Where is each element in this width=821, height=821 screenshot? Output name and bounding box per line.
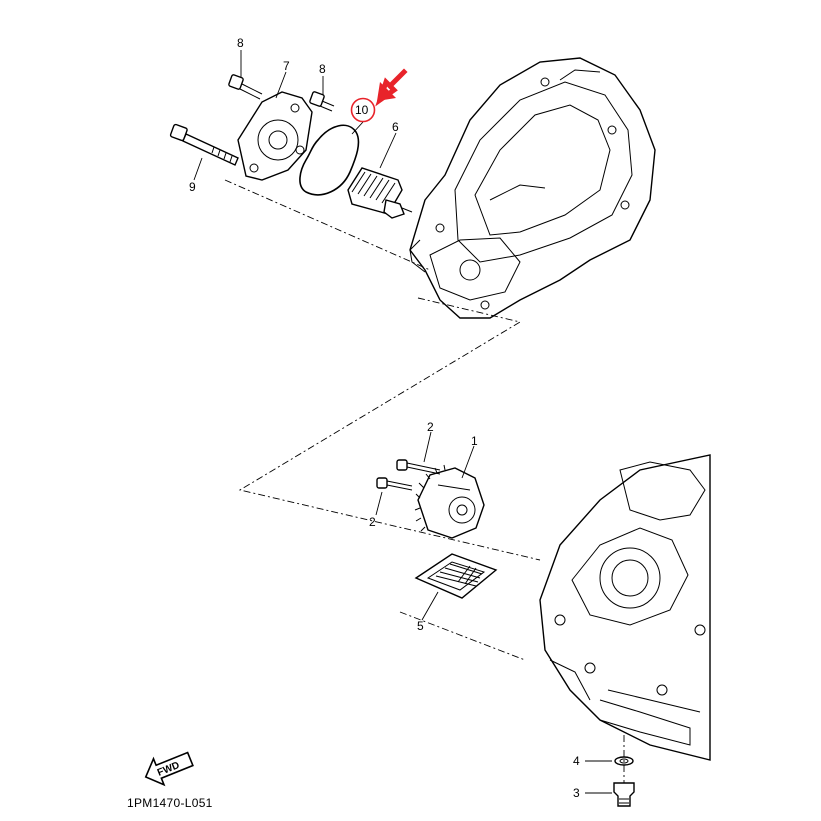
callout-9: 9: [189, 180, 196, 194]
crankcase: [539, 454, 711, 761]
callout-7: 7: [283, 59, 290, 73]
pump-housing: [237, 91, 313, 181]
callout-5: 5: [417, 619, 424, 633]
oil-pump-1: [414, 464, 485, 539]
bolt-9: [169, 123, 239, 166]
drain-bolt-3: [613, 782, 635, 807]
bolt-8-right: [309, 91, 335, 112]
upper-reference-lines: [224, 179, 541, 561]
callout-8-left: 8: [237, 36, 244, 50]
callout-1: 1: [471, 434, 478, 448]
crankcase-cover: [409, 57, 656, 319]
bolt-2-upper: [396, 459, 441, 475]
oil-filter-6: [347, 167, 413, 219]
o-ring-10: [299, 124, 360, 196]
leader-lines: [193, 50, 612, 794]
bolt-2-lower: [376, 477, 413, 491]
diagram-code: 1PM1470-L051: [127, 796, 213, 810]
oil-strainer-5: [414, 553, 498, 599]
callout-8-right: 8: [319, 62, 326, 76]
callout-4: 4: [573, 754, 580, 768]
bolt-8-left: [228, 74, 263, 100]
callout-3: 3: [573, 786, 580, 800]
callout-2-lower: 2: [369, 515, 376, 529]
callout-10: 10: [355, 103, 369, 117]
callout-6: 6: [392, 120, 399, 134]
lower-reference-lines: [399, 611, 526, 661]
highlight-ring: [350, 97, 376, 123]
highlight-arrow-head: [377, 82, 396, 101]
fwd-arrow: FWD: [144, 751, 194, 787]
callout-2-upper: 2: [427, 420, 434, 434]
